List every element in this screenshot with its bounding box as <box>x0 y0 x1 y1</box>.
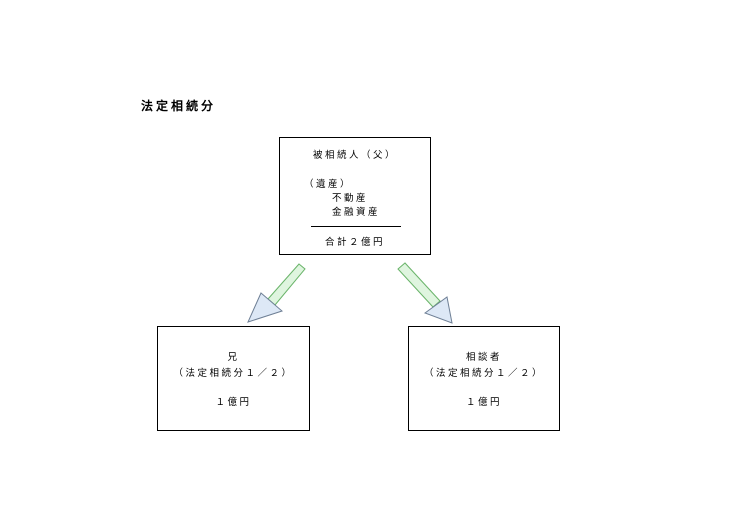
diagram-title: 法定相続分 <box>141 99 217 113</box>
arrow-to-brother <box>247 263 306 323</box>
estate-label: （遺産） <box>304 179 353 190</box>
heir-box-brother: 兄 （法定相続分１／２） １億円 <box>157 326 310 431</box>
decedent-heading: 被相続人（父） <box>312 150 397 161</box>
estate-total: 合計２億円 <box>324 237 385 248</box>
heir-amount: １億円 <box>465 397 502 408</box>
heir-share: （法定相続分１／２） <box>423 368 544 379</box>
decedent-box: 被相続人（父） （遺産） 不動産 金融資産 合計２億円 <box>279 137 431 255</box>
estate-divider <box>311 226 401 227</box>
arrow-to-consultant <box>397 262 453 324</box>
estate-item-financial-assets: 金融資産 <box>332 207 381 218</box>
heir-amount: １億円 <box>215 397 252 408</box>
heir-name: 兄 <box>227 352 240 363</box>
estate-item-real-estate: 不動産 <box>332 193 369 204</box>
heir-name: 相談者 <box>465 352 502 363</box>
heir-share: （法定相続分１／２） <box>173 368 294 379</box>
heir-box-consultant: 相談者 （法定相続分１／２） １億円 <box>408 326 560 431</box>
